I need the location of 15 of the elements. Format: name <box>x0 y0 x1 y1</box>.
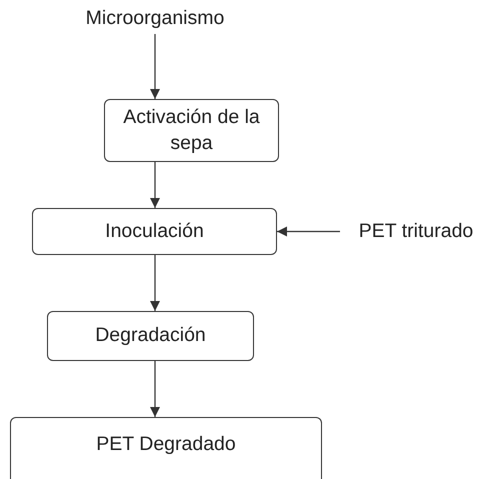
step-label: Inoculación <box>105 218 204 244</box>
step-label: Degradación <box>95 323 206 348</box>
step-label: PET Degradado <box>96 432 236 457</box>
process-box <box>47 311 254 361</box>
step-label: Activación de la sepa <box>122 105 261 156</box>
arrow <box>277 226 340 236</box>
process-box <box>10 417 322 479</box>
process-box <box>32 208 277 255</box>
arrow <box>150 162 160 208</box>
input-label: Microorganismo <box>86 6 224 32</box>
arrow <box>150 34 160 99</box>
input-label: PET triturado <box>358 219 474 244</box>
arrow <box>150 255 160 311</box>
process-box <box>104 99 279 162</box>
arrow <box>150 361 160 417</box>
